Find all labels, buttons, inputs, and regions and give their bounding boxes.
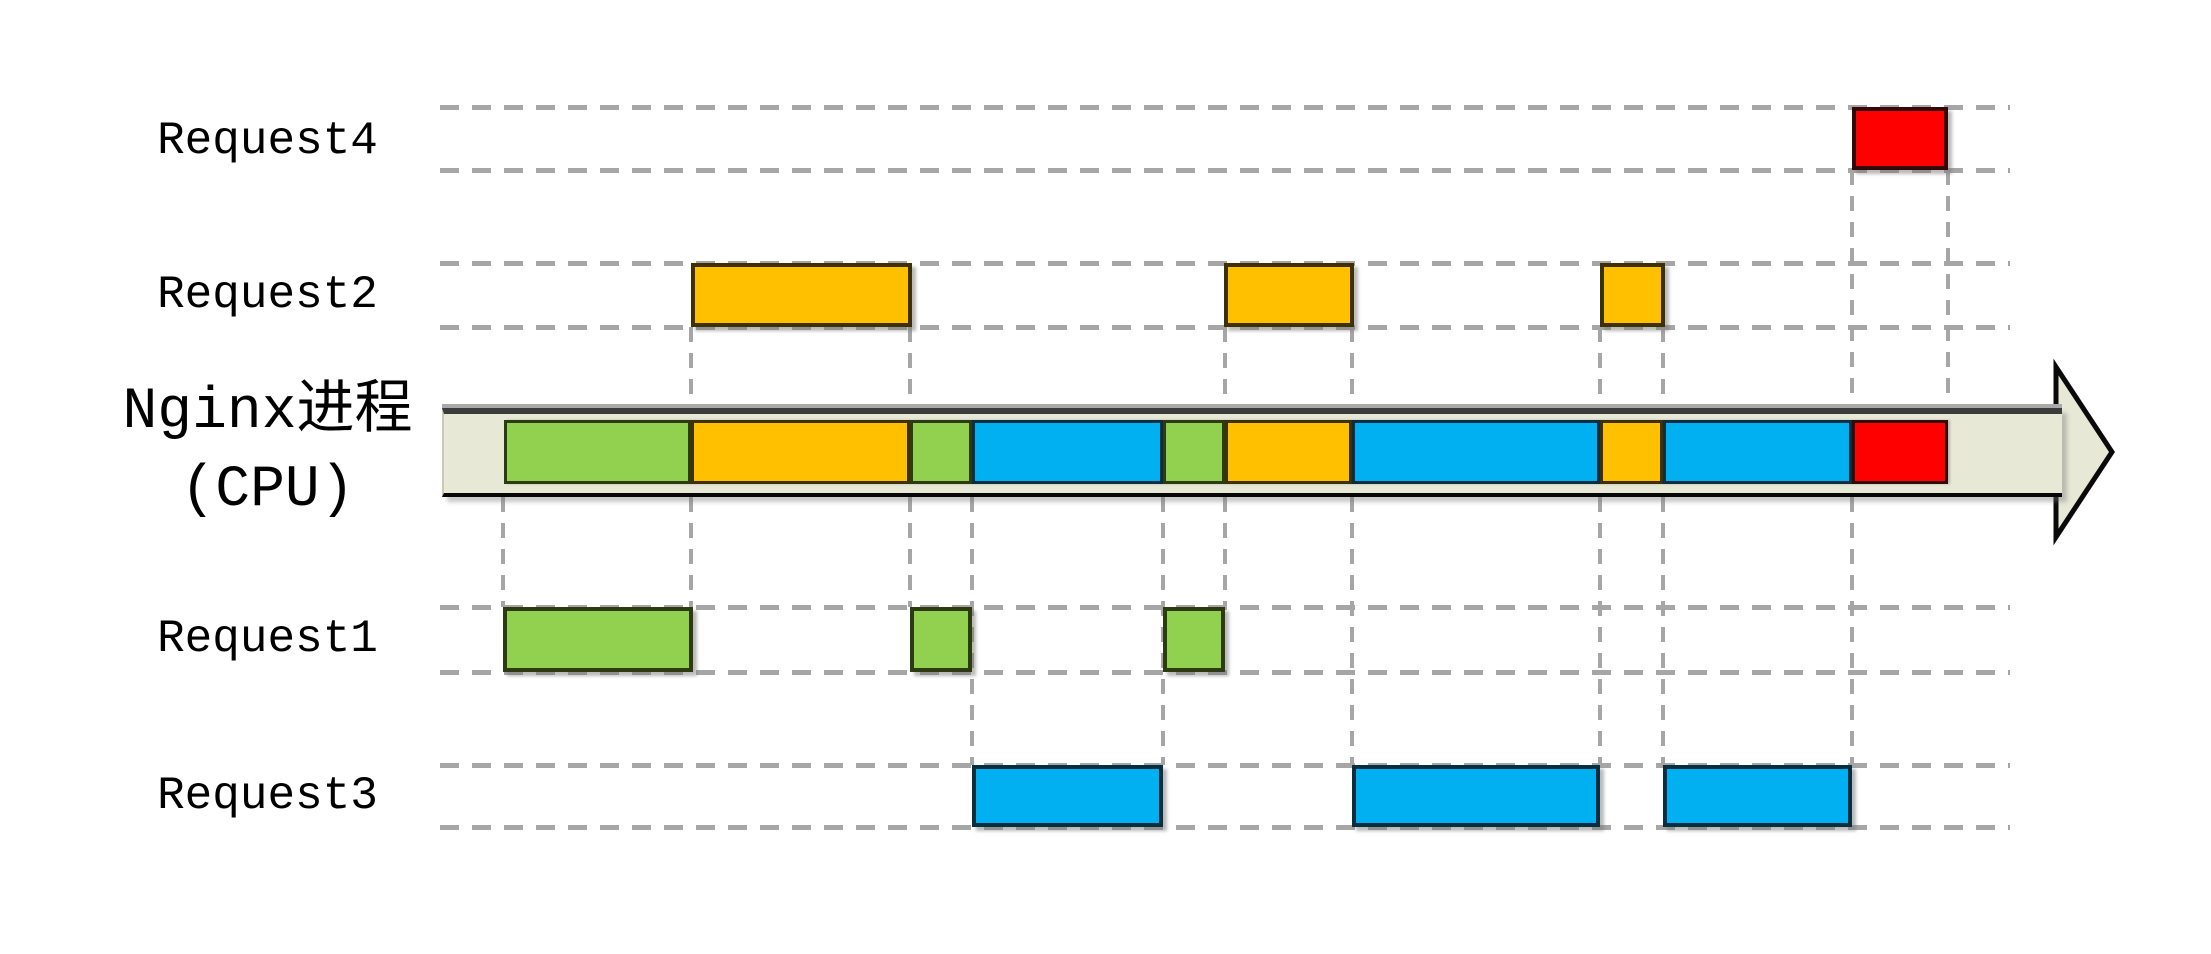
cpu-segment-request2 [691,420,910,484]
request1-block [910,607,972,672]
row-label-request1: Request1 [157,613,378,665]
gridline-h [440,763,2010,768]
nginx-process-label-line1: Nginx进程 [122,380,413,445]
gridline-h [440,825,2010,830]
request2-block [1600,263,1665,327]
gridline-v [1350,327,1354,408]
cpu-segment-request3 [1352,420,1600,484]
cpu-segment-request2 [1600,420,1663,484]
gridline-h [440,168,2010,173]
gridline-h [440,605,2010,610]
request4-block [1852,107,1948,170]
request1-block [503,607,693,672]
gridline-v [1598,327,1602,408]
gridline-v [1850,497,1854,765]
request1-block [1163,607,1225,672]
request2-block [1224,263,1354,327]
gridline-h [440,105,2010,110]
gridline-v [908,327,912,408]
cpu-segment-request1 [504,420,691,484]
nginx-process-label-line2: (CPU) [180,458,355,523]
request3-block [1663,765,1852,827]
cpu-segment-request1 [1163,420,1225,484]
gridline-v [1850,170,1854,408]
row-label-request4: Request4 [157,115,378,167]
gridline-v [1350,497,1354,765]
gridline-v [1661,327,1665,408]
gridline-h [440,670,2010,675]
row-label-request2: Request2 [157,269,378,321]
cpu-segment-request3 [1663,420,1852,484]
row-label-nginx-cpu: Nginx进程 (CPU) [80,374,455,530]
cpu-segment-request2 [1225,420,1352,484]
request3-block [972,765,1163,827]
cpu-segment-request3 [972,420,1163,484]
request2-block [691,263,912,327]
gridline-v [1223,327,1227,408]
gridline-v [908,497,912,607]
gridline-v [1223,497,1227,607]
gridline-v [501,497,505,607]
cpu-segment-request4 [1852,420,1948,484]
request3-block [1352,765,1600,827]
row-label-request3: Request3 [157,770,378,822]
gridline-v [1661,497,1665,765]
gridline-v [689,327,693,408]
gridline-v [689,497,693,607]
cpu-segment-request1 [910,420,972,484]
gridline-v [1946,170,1950,408]
gridline-v [970,497,974,765]
gridline-v [1598,497,1602,765]
